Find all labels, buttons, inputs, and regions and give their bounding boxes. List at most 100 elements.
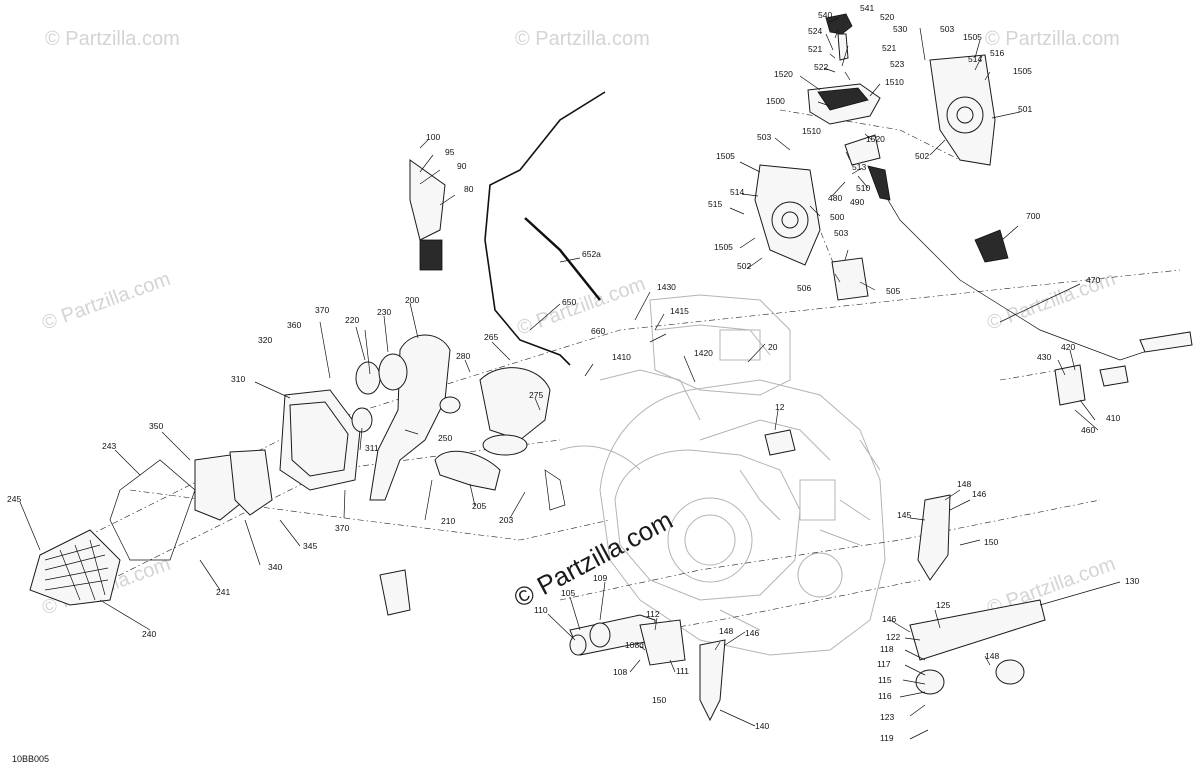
callout-label: 480 [828,193,842,203]
callout-label: 311 [365,443,379,453]
mount-plate-right-icon [917,494,951,581]
callout-label: 130 [1125,576,1139,586]
callout-label: 501 [1018,104,1032,114]
callout-label: 503 [940,24,954,34]
callout-label: 118 [880,644,894,654]
cable-bracket-icon [974,229,1009,263]
callout-label: 240 [142,629,156,639]
mount-bracket-icon [379,569,411,616]
callout-label: 90 [457,161,467,171]
callout-label: 370 [335,523,349,533]
vent-hose-icon [484,91,606,366]
callout-labels: 540 541 520 530 524 521 521 523 522 1520… [7,3,1139,743]
callout-label: 1505 [716,151,735,161]
shift-cable-icon [869,169,1181,361]
callout-label: 503 [757,132,771,142]
watermark: © Partzilla.com [515,28,650,50]
callout-label: 148 [957,479,971,489]
callout-label: 20 [768,342,778,352]
callout-label: 1505 [714,242,733,252]
callout-label: 12 [775,402,785,412]
callout-label: 1520 [866,134,885,144]
callout-label: 540 [818,10,832,20]
callout-label: 660 [591,326,605,336]
callout-label: 521 [808,44,822,54]
callout-label: 116 [878,691,892,701]
callout-label: 109 [593,573,607,583]
watermark-center: © Partzilla.com [509,505,678,614]
callout-label: 370 [315,305,329,315]
callout-label: 460 [1081,425,1095,435]
callout-label: 522 [814,62,828,72]
callout-label: 220 [345,315,359,325]
watermark: © Partzilla.com [985,28,1120,50]
callout-label: 1505 [963,32,982,42]
cover-plate-icon [831,257,869,301]
callout-label: 115 [878,675,892,685]
callout-label: 145 [897,510,911,520]
callout-label: 243 [102,441,116,451]
callout-label: 108d [625,640,644,650]
watermark: © Partzilla.com [514,273,648,340]
air-intake-assembly [29,334,566,616]
callout-label: 95 [445,147,455,157]
watermark: © Partzilla.com [45,28,180,50]
callout-label: 515 [708,199,722,209]
callout-label: 360 [287,320,301,330]
callout-label: 230 [377,307,391,317]
mount-plate-left-icon [699,639,726,722]
callout-label: 1505 [1013,66,1032,76]
resonator-icon [479,367,551,441]
crossmember-icon [909,599,1046,661]
callout-label: 700 [1026,211,1040,221]
callout-label: 111 [676,666,689,676]
callout-label: 340 [268,562,282,572]
callout-label: 110 [534,605,548,615]
callout-label: 1510 [885,77,904,87]
callout-label: 514 [968,54,982,64]
seal-icon [109,459,196,561]
intake-grille-icon [29,529,121,606]
callout-label: 510 [856,183,870,193]
callout-label: 150 [984,537,998,547]
callout-label: 506 [797,283,811,293]
valve-icon [409,159,446,241]
watermark: © Partzilla.com [39,268,173,335]
callout-label: 146 [882,614,896,624]
callout-label: 146 [745,628,759,638]
callout-label: 320 [258,335,272,345]
callout-label: 521 [882,43,896,53]
callout-label: 516 [990,48,1004,58]
callout-label: 410 [1106,413,1120,423]
callout-label: 105 [561,588,575,598]
callout-label: 502 [915,151,929,161]
callout-label: 541 [860,3,874,13]
callout-label: 265 [484,332,498,342]
callout-label: 520 [880,12,894,22]
callout-label: 125 [936,600,950,610]
diagram-code: 10BB005 [12,754,49,764]
engine-mounts [569,364,1129,722]
callout-label: 523 [890,59,904,69]
callout-label: 1410 [612,352,631,362]
callout-label: 100 [426,132,440,142]
callout-label: 470 [1086,275,1100,285]
callout-label: 205 [472,501,486,511]
callout-label: 200 [405,295,419,305]
callout-label: 652a [582,249,601,259]
callout-label: 146 [972,489,986,499]
callout-label: 275 [529,390,543,400]
callout-label: 420 [1061,342,1075,352]
elbow-hose-icon [434,450,501,491]
callout-label: 350 [149,421,163,431]
callout-label: 123 [880,712,894,722]
callout-label: 1430 [657,282,676,292]
callout-label: 524 [808,26,822,36]
callout-leaders [19,17,1121,740]
shift-knob-icon [825,13,853,35]
callout-label: 1520 [774,69,793,79]
callout-label: 530 [893,24,907,34]
callout-label: 203 [499,515,513,525]
callout-label: 148 [985,651,999,661]
callout-label: 119 [880,733,894,743]
